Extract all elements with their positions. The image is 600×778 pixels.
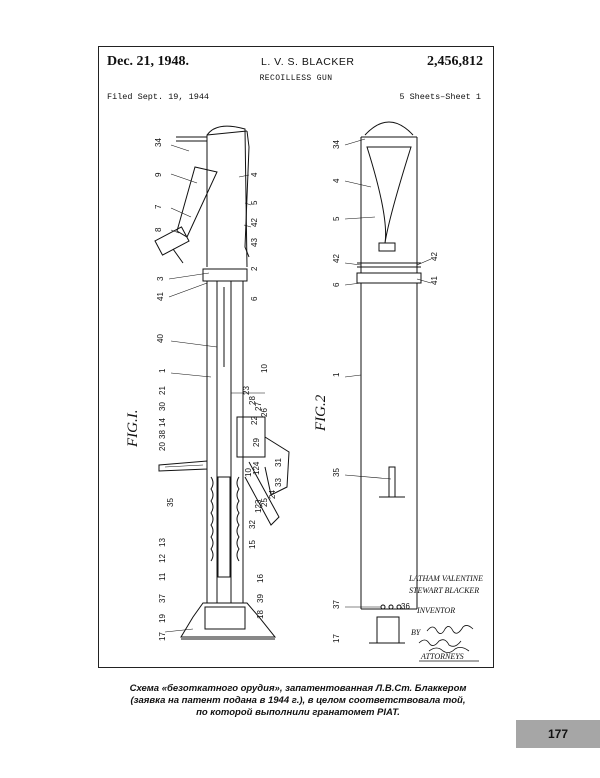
fig1-ref: 29 <box>252 438 261 447</box>
fig1-ref: 39 <box>256 594 265 603</box>
fig1-ref: 123 <box>254 499 263 513</box>
fig1-ref: 23 <box>242 386 251 395</box>
patent-title: RECOILLESS GUN <box>259 74 333 83</box>
fig2-ref: 42 <box>332 254 341 263</box>
attorneys-label: ATTORNEYS <box>420 652 464 661</box>
page-number: 177 <box>516 720 600 748</box>
fig1-ref: 7 <box>154 204 163 209</box>
fig1-ref: 28 <box>248 396 257 405</box>
fig1-ref: 14 <box>158 418 167 427</box>
fig1-ref: 10 <box>260 364 269 373</box>
fig1-ref: 5 <box>250 200 259 205</box>
fig1-ref: 27 <box>254 402 263 411</box>
fig1-ref: 35 <box>166 498 175 507</box>
fig1-ref: 26 <box>260 408 269 417</box>
fig1-ref: 32 <box>248 520 257 529</box>
fig1-ref: 12 <box>158 554 167 563</box>
fig1-ref: 9 <box>154 172 163 177</box>
fig1-ref: 31 <box>274 458 283 467</box>
caption-line: (заявка на патент подана в 1944 г.), в ц… <box>130 695 466 706</box>
fig1-ref: 13 <box>158 538 167 547</box>
fig2-ref: 17 <box>332 634 341 643</box>
fig1-ref: 4 <box>250 172 259 177</box>
fig1-ref: 21 <box>158 386 167 395</box>
fig2-ref: 35 <box>332 468 341 477</box>
fig1-ref: 43 <box>250 238 259 247</box>
fig2-label: FIG.2 <box>313 394 329 432</box>
patent-number: 2,456,812 <box>427 54 483 69</box>
fig1-ref: 24 <box>268 490 277 499</box>
inventor-name-line2: STEWART BLACKER <box>409 586 479 595</box>
fig1-ref: 11 <box>158 572 167 581</box>
fig1-ref: 10 <box>244 468 253 477</box>
caption-line: Схема «безоткатного орудия», запатентова… <box>129 683 467 694</box>
fig2-ref: 42 <box>430 252 439 261</box>
fig2-ref: 6 <box>332 282 341 287</box>
fig1-ref: 2 <box>250 266 259 271</box>
patent-sheet-count: 5 Sheets–Sheet 1 <box>399 92 481 102</box>
fig2-ref: 37 <box>332 600 341 609</box>
fig1-ref: 37 <box>158 594 167 603</box>
fig2-ref: 36 <box>401 602 410 611</box>
signature-by: BY <box>411 628 422 637</box>
fig1-ref: 25 <box>260 498 269 507</box>
fig2-ref: 34 <box>332 140 341 149</box>
figure-caption: Схема «безоткатного орудия», запатентова… <box>120 683 476 719</box>
patent-drawing-sheet: Dec. 21, 1948. L. V. S. BLACKER 2,456,81… <box>98 46 494 668</box>
inventor-label: INVENTOR <box>416 606 455 615</box>
inventor-name-line1: LATHAM VALENTINE <box>408 574 483 583</box>
fig1-ref: 30 <box>158 402 167 411</box>
fig1-label: FIG.I. <box>125 410 141 449</box>
fig1-ref: 1 <box>158 368 167 373</box>
technical-drawing: 34 9 7 8 4 5 42 43 2 6 3 41 40 10 1 21 3… <box>125 121 483 662</box>
attorney-signature <box>418 625 479 662</box>
fig1-ref: 22 <box>250 416 259 425</box>
fig1-ref: 17 <box>158 632 167 641</box>
fig1-drawing <box>154 125 290 640</box>
fig2-ref: 41 <box>430 276 439 285</box>
fig2-ref: 1 <box>332 372 341 377</box>
fig1-ref: 8 <box>154 227 163 232</box>
fig1-ref: 40 <box>156 334 165 343</box>
fig1-ref: 38 <box>158 430 167 439</box>
fig2-ref: 4 <box>332 178 341 183</box>
fig1-ref: 3 <box>156 276 165 281</box>
patent-inventor-header: L. V. S. BLACKER <box>261 56 355 68</box>
fig1-ref: 19 <box>158 614 167 623</box>
patent-date: Dec. 21, 1948. <box>107 54 190 69</box>
fig1-ref: 41 <box>156 292 165 301</box>
fig1-ref: 124 <box>252 461 261 475</box>
patent-filed-date: Filed Sept. 19, 1944 <box>107 92 210 102</box>
fig1-ref: 15 <box>248 540 257 549</box>
fig1-ref: 33 <box>274 478 283 487</box>
fig1-ref: 20 <box>158 442 167 451</box>
fig1-ref: 42 <box>250 218 259 227</box>
fig1-ref: 16 <box>256 574 265 583</box>
fig1-ref: 6 <box>250 296 259 301</box>
caption-line: по которой выполнили гранатомет PIAT. <box>196 707 400 718</box>
fig2-ref: 5 <box>332 216 341 221</box>
fig1-ref: 34 <box>154 138 163 147</box>
fig2-drawing <box>356 121 422 644</box>
fig1-ref: 18 <box>256 610 265 619</box>
